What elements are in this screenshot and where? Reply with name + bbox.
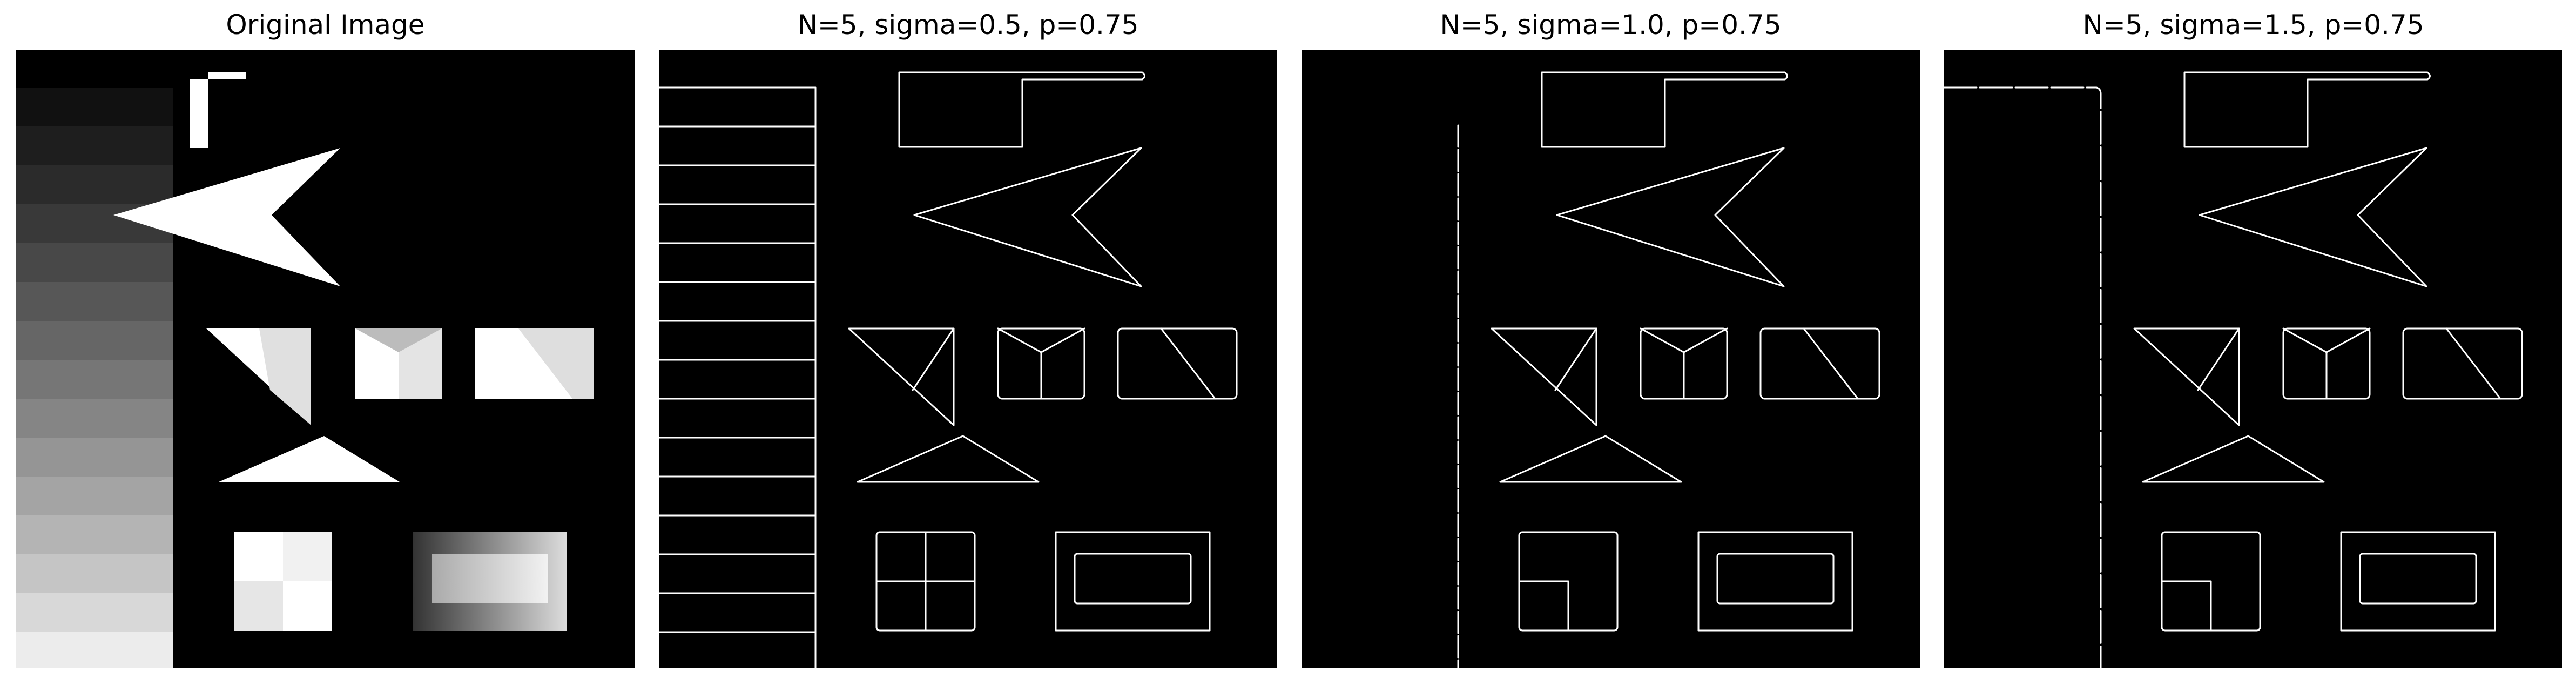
original-image-panel — [16, 50, 635, 668]
panel-title-sigma-1-0: N=5, sigma=1.0, p=0.75 — [1440, 9, 1782, 41]
strip-boundary-edge — [1944, 86, 2102, 668]
panel-title-original: Original Image — [226, 9, 425, 41]
arrowhead-shape — [113, 148, 340, 286]
edge-map-sigma-1-0 — [1457, 71, 1880, 668]
flag-shape — [190, 72, 246, 148]
rectangle-with-diagonal-shading — [475, 328, 594, 399]
shape-edges — [848, 71, 1238, 632]
edge-map-sigma-0-5 — [659, 71, 1238, 668]
four-square-grid — [234, 532, 332, 631]
edge-panel-sigma-1-0 — [1302, 50, 1920, 668]
wide-triangle-shape — [219, 436, 400, 482]
edge-panel-sigma-0-5 — [659, 50, 1277, 668]
edge-map-sigma-1-5 — [1944, 71, 2523, 668]
triangle-with-shading — [206, 328, 311, 425]
original-image — [16, 50, 594, 668]
panel-title-sigma-1-5: N=5, sigma=1.5, p=0.75 — [2082, 9, 2424, 41]
panel-title-sigma-0-5: N=5, sigma=0.5, p=0.75 — [797, 9, 1139, 41]
gray-gradient-strip — [16, 50, 173, 668]
gradient-rectangle — [413, 532, 567, 631]
strip-step-edges — [659, 86, 817, 668]
shape-edges — [2133, 71, 2523, 632]
square-with-y-shading — [355, 328, 442, 399]
shape-edges — [1491, 71, 1880, 632]
edge-panel-sigma-1-5 — [1944, 50, 2562, 668]
